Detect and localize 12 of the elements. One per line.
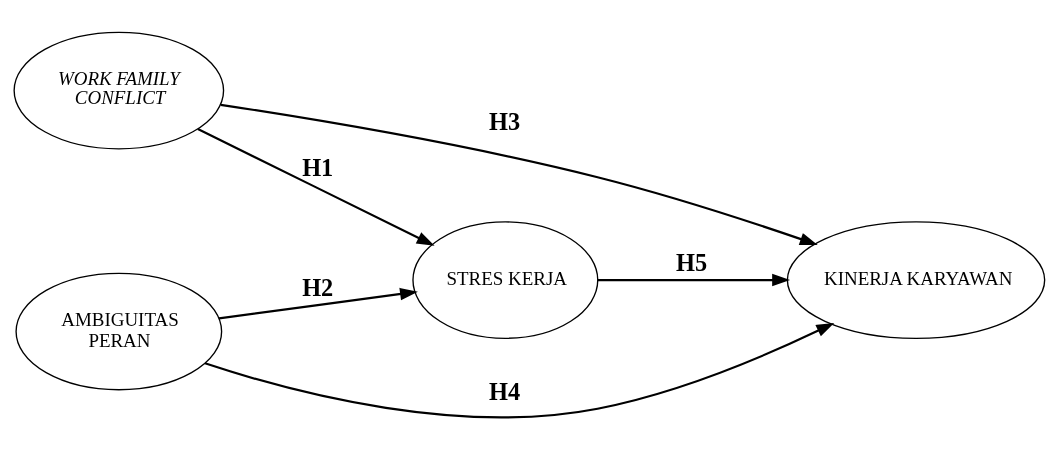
arrow bbox=[597, 273, 791, 287]
edge-label: H2 bbox=[302, 273, 334, 301]
arrow bbox=[218, 287, 418, 320]
edge-label: H4 bbox=[489, 377, 521, 405]
node-ellipse: AMBIGUITAS PERAN bbox=[15, 272, 223, 391]
edge-label: H5 bbox=[676, 249, 708, 277]
arrow bbox=[220, 103, 818, 245]
edge-label: H3 bbox=[489, 108, 521, 136]
arrow bbox=[197, 128, 435, 246]
node-ellipse: WORK FAMILY CONFLICT bbox=[13, 31, 225, 150]
edge-label: H1 bbox=[302, 154, 334, 182]
arrow bbox=[204, 322, 835, 419]
